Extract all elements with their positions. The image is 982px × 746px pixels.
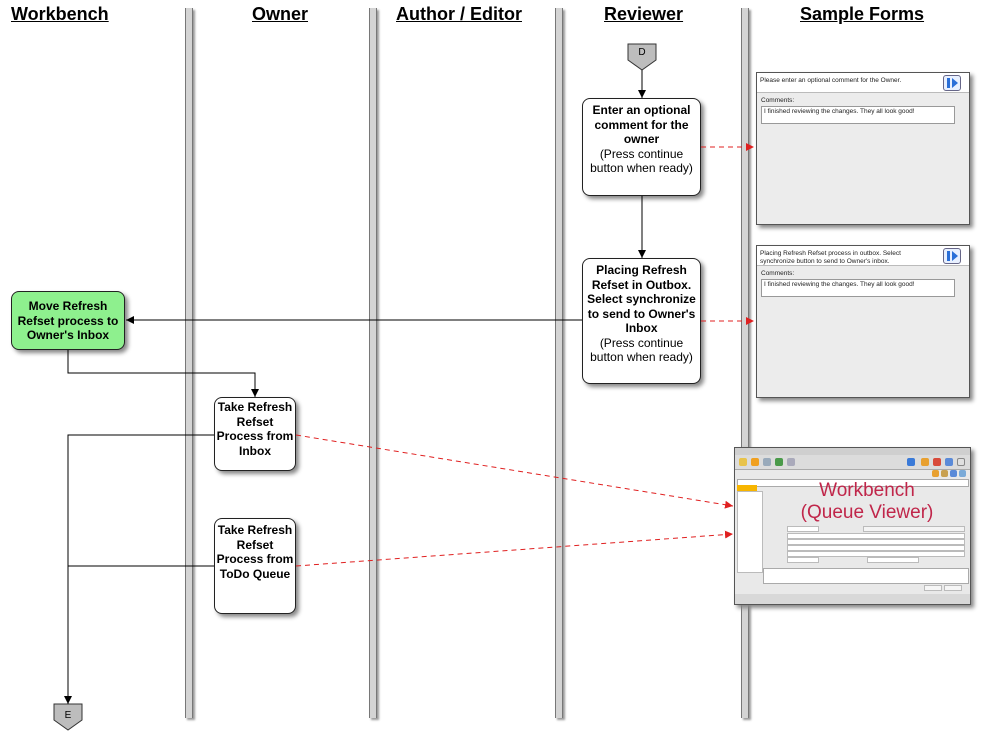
sample-form-workbench: Workbench (Queue Viewer) (734, 447, 971, 605)
detail-field[interactable] (787, 526, 819, 532)
flow-arrow (67, 350, 259, 397)
toolbar-icon[interactable] (739, 458, 747, 466)
secondary-toolbar (932, 470, 968, 479)
window-titlebar (735, 448, 970, 455)
toolbar-icon[interactable] (907, 458, 915, 466)
toolbar-icon[interactable] (957, 458, 965, 466)
step-enter-comment: Enter an optional comment for the owner … (582, 98, 701, 196)
workbench-label: Workbench (Queue Viewer) (767, 480, 967, 524)
lane-divider-2 (369, 8, 377, 718)
lane-divider-1 (185, 8, 193, 718)
lane-divider-3 (555, 8, 563, 718)
toolbar-icon[interactable] (775, 458, 783, 466)
step-note: (Press continue button when ready) (590, 335, 693, 365)
comments-field[interactable]: I finished reviewing the changes. They a… (761, 279, 955, 297)
workbench-message-box[interactable] (763, 568, 969, 584)
detail-field[interactable] (787, 551, 965, 557)
form-header: Placing Refresh Refset process in outbox… (757, 246, 969, 266)
detail-field[interactable] (787, 545, 965, 551)
toolbar-icon[interactable] (921, 458, 929, 466)
selected-queue-row[interactable] (737, 485, 757, 491)
toolbar-icon[interactable] (933, 458, 941, 466)
step-title: Take Refresh Refset Process from Inbox (216, 400, 294, 458)
step-title: Move Refresh Refset process to Owner's I… (17, 299, 119, 342)
toolbar (735, 455, 970, 470)
workbench-buttons (924, 585, 964, 591)
lane-title-owner: Owner (252, 4, 309, 24)
lane-title-reviewer: Reviewer (604, 4, 684, 24)
workbench-button[interactable] (944, 585, 962, 591)
sample-form-comment: Please enter an optional comment for the… (756, 72, 970, 225)
comments-label: Comments: (761, 97, 795, 104)
sample-form-outbox: Placing Refresh Refset process in outbox… (756, 245, 970, 398)
lane-divider-4 (741, 8, 749, 718)
step-title: Take Refresh Refset Process from ToDo Qu… (216, 523, 294, 581)
start-connector-label: D (638, 47, 645, 58)
toolbar-icon[interactable] (763, 458, 771, 466)
toolbar-icon[interactable] (941, 470, 948, 477)
detail-field[interactable] (787, 539, 965, 545)
form-link-arrow (295, 530, 734, 567)
detail-field[interactable] (787, 557, 819, 563)
end-connector-shape (53, 703, 83, 731)
toolbar-icon[interactable] (959, 470, 966, 477)
form-header: Please enter an optional comment for the… (757, 73, 969, 93)
continue-icon[interactable] (943, 75, 961, 91)
detail-field[interactable] (867, 557, 919, 563)
toolbar-icon[interactable] (950, 470, 957, 477)
workbench-button[interactable] (924, 585, 942, 591)
step-placing-refresh: Placing Refresh Refset in Outbox. Select… (582, 258, 701, 384)
start-connector-shape (627, 43, 657, 71)
lane-title-author-editor: Author / Editor (396, 4, 522, 24)
comments-field[interactable]: I finished reviewing the changes. They a… (761, 106, 955, 124)
form-message: Placing Refresh Refset process in outbox… (760, 250, 901, 265)
step-title: Placing Refresh Refset in Outbox. Select… (587, 263, 696, 335)
step-take-inbox: Take Refresh Refset Process from Inbox (214, 397, 296, 471)
toolbar-icon[interactable] (945, 458, 953, 466)
step-note: (Press continue button when ready) (590, 146, 693, 176)
continue-icon[interactable] (943, 248, 961, 264)
comments-label: Comments: (761, 270, 795, 277)
flow-arrow (64, 434, 214, 704)
lane-title-workbench: Workbench (11, 4, 109, 24)
lane-title-sample-forms: Sample Forms (800, 4, 925, 24)
step-move-refresh: Move Refresh Refset process to Owner's I… (11, 291, 125, 350)
workbench-label-line1: Workbench (819, 480, 915, 501)
form-link-arrow (295, 434, 734, 509)
form-message: Please enter an optional comment for the… (760, 77, 902, 84)
step-take-todo: Take Refresh Refset Process from ToDo Qu… (214, 518, 296, 614)
toolbar-icon[interactable] (932, 470, 939, 477)
queue-table-header (737, 479, 969, 487)
toolbar-icon[interactable] (787, 458, 795, 466)
detail-field[interactable] (787, 533, 965, 539)
toolbar-icon[interactable] (751, 458, 759, 466)
queue-list-panel[interactable] (737, 491, 763, 573)
end-connector-label: E (65, 710, 72, 721)
workbench-label-line2: (Queue Viewer) (800, 502, 934, 523)
workbench-detail-form (763, 526, 967, 576)
step-title: Enter an optional comment for the owner (592, 103, 691, 146)
detail-field[interactable] (863, 526, 965, 532)
workbench-status-bar (735, 594, 970, 604)
